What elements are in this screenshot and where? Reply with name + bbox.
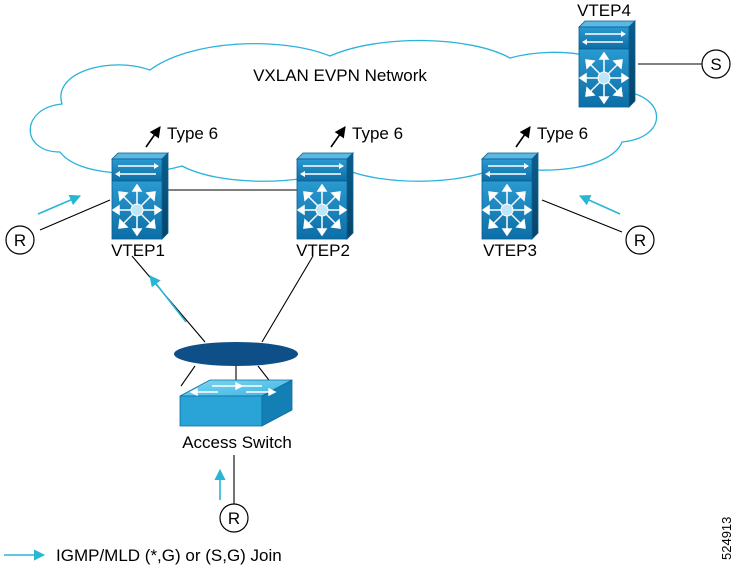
- type6-label-vtep1: Type 6: [167, 124, 218, 143]
- source: S: [701, 49, 731, 79]
- type6-arrow-vtep3: [515, 126, 531, 148]
- type6-arrows: [145, 126, 531, 148]
- access-switch-label: Access Switch: [182, 433, 292, 452]
- vtep1-label: VTEP1: [111, 241, 165, 260]
- link-vtep2-vpc: [261, 255, 314, 343]
- figure-number: 524913: [719, 517, 734, 560]
- vtep2-switch: [296, 152, 354, 240]
- type6-label-vtep3: Type 6: [537, 124, 588, 143]
- type6-arrow-vtep1: [145, 126, 161, 148]
- join-arrow-vtep1-receiver: [37, 194, 82, 215]
- vtep3-switch: [481, 152, 539, 240]
- receiver-right: R: [625, 225, 655, 255]
- vtep2-label: VTEP2: [296, 241, 350, 260]
- receiver-left: R: [5, 225, 35, 255]
- source-label: S: [710, 55, 721, 74]
- receiver-left-label: R: [14, 231, 26, 250]
- join-arrow-vtep3-receiver: [578, 195, 621, 215]
- link-receiver-vtep1: [39, 199, 111, 231]
- vtep4-label: VTEP4: [577, 1, 631, 20]
- access-switch: [179, 379, 293, 427]
- vtep4-switch: [578, 20, 636, 108]
- join-arrows: [37, 194, 621, 500]
- legend: IGMP/MLD (*,G) or (S,G) Join: [4, 546, 282, 565]
- link-vpc-access-left: [180, 365, 196, 387]
- type6-label-vtep2: Type 6: [352, 124, 403, 143]
- cloud-label: VXLAN EVPN Network: [253, 66, 427, 85]
- type6-arrow-vtep2: [330, 126, 346, 148]
- receiver-right-label: R: [634, 231, 646, 250]
- receiver-bottom-label: R: [228, 509, 240, 528]
- vtep1-switch: [111, 152, 169, 240]
- link-vtep3-receiver: [541, 199, 623, 233]
- vtep3-label: VTEP3: [483, 241, 537, 260]
- legend-text: IGMP/MLD (*,G) or (S,G) Join: [56, 546, 282, 565]
- receiver-bottom: R: [219, 503, 249, 533]
- join-arrow-access-uplink: [149, 275, 187, 323]
- vpc-ellipse: [174, 342, 298, 366]
